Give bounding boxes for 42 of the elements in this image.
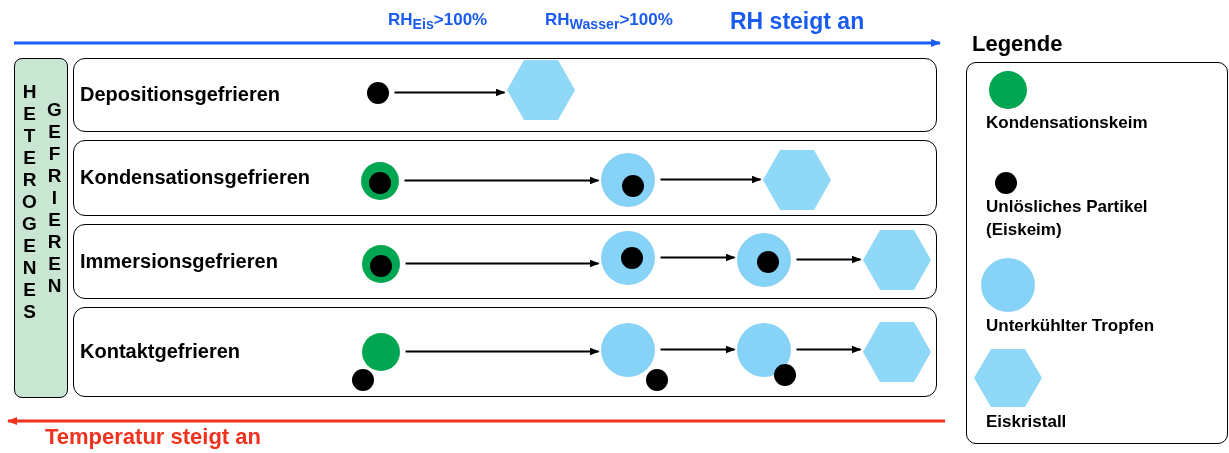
- group-band: [14, 58, 68, 398]
- arrow: [795, 255, 862, 264]
- particle-icon: [366, 81, 389, 104]
- droplet-icon: [600, 230, 655, 285]
- legend-text: Eiskristall: [986, 411, 1068, 433]
- arrow: [393, 88, 506, 97]
- row-label: Immersionsgefrieren: [80, 249, 278, 273]
- process-row: [73, 58, 937, 132]
- ice-crystal-icon: [762, 149, 831, 210]
- process-row: [73, 307, 937, 397]
- droplet-icon: [360, 161, 399, 200]
- droplet-icon: [736, 232, 791, 287]
- arrow: [404, 259, 600, 268]
- arrow: [659, 175, 762, 184]
- arrow: [659, 345, 736, 354]
- row-label: Kondensationsgefrieren: [80, 166, 311, 189]
- process-row: [73, 140, 937, 216]
- ice-crystal-icon: [506, 59, 575, 120]
- droplet-icon: [600, 152, 655, 207]
- droplet-icon: [351, 332, 400, 391]
- ice-crystal-icon: [862, 229, 931, 290]
- arrow: [404, 347, 600, 356]
- axis-label: Temperatur steigt an: [45, 424, 261, 450]
- vertical-label: HETEROGENES: [20, 81, 39, 323]
- droplet-icon: [361, 244, 400, 283]
- arrow: [403, 176, 600, 185]
- legend-title: Legende: [972, 31, 1063, 57]
- axis-label: RH steigt an: [730, 8, 865, 35]
- droplet-icon: [736, 322, 796, 386]
- condition-label: RH$_{Eis}$>100%: [388, 10, 488, 33]
- row-label: Depositionsgefrieren: [80, 83, 281, 106]
- legend-text: Kondensationskeim: [986, 112, 1149, 134]
- vertical-label: GEFRIEREN: [45, 99, 64, 297]
- ice-crystal-icon: [862, 321, 931, 382]
- condition-label: RH$_{Wasser}$>100%: [545, 10, 673, 33]
- legend-text: Unlösliches Partikel (Eiskeim): [986, 196, 1149, 241]
- process-row: [73, 224, 937, 299]
- arrow: [659, 253, 736, 262]
- row-label: Kontaktgefrieren: [80, 340, 241, 363]
- droplet-icon: [600, 322, 668, 391]
- legend-text: Unterkühlter Tropfen: [986, 315, 1156, 337]
- arrow: [795, 345, 862, 354]
